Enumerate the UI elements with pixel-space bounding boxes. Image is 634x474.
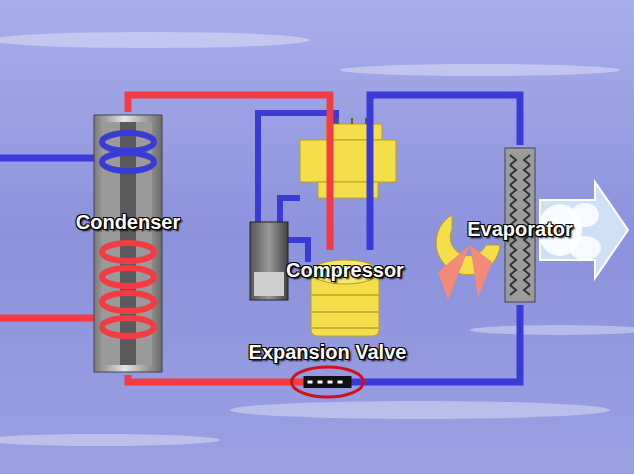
accumulator (250, 222, 288, 300)
component-valve: Expansion Valve (220, 340, 435, 402)
component-label: Compressor (265, 258, 425, 282)
water-inlet-pipe (0, 155, 96, 162)
component-label: Condenser (53, 210, 203, 234)
accumulator-window (254, 272, 284, 296)
refrigerant-pipe (128, 375, 220, 382)
component-cyl: Condenser (53, 112, 203, 375)
component-label: Expansion Valve (220, 340, 435, 364)
water-outlet-pipe (0, 315, 96, 322)
refrigerant-pipe (435, 305, 520, 382)
component-coil: Evaporator (445, 145, 595, 305)
component-label: Evaporator (445, 217, 595, 241)
background-streaks (0, 32, 634, 446)
component-comp: Compressor (265, 250, 425, 340)
component-shape (53, 112, 203, 375)
distributor (300, 118, 396, 198)
